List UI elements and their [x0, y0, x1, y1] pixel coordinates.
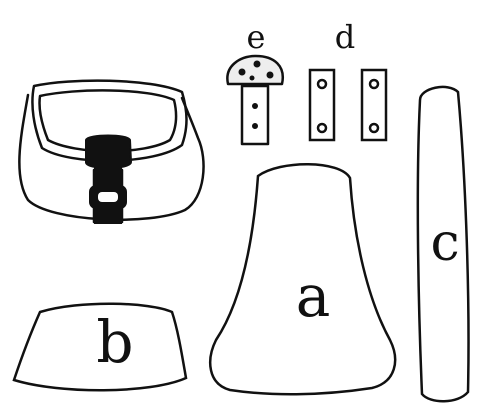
part-d-right — [362, 70, 386, 140]
part-d-hole — [370, 80, 378, 88]
part-d-hole — [318, 80, 326, 88]
part-b-label: b — [96, 308, 133, 376]
part-e-dot — [250, 76, 255, 81]
part-e-dot — [254, 61, 261, 68]
part-e-hole — [252, 123, 258, 129]
part-e — [227, 56, 282, 144]
part-d-hole — [370, 124, 378, 132]
pouch-closure — [86, 136, 131, 225]
part-d-left — [310, 70, 334, 140]
pouch-buckle-opening — [98, 192, 118, 202]
part-e-label: e — [247, 18, 266, 56]
part-e-dot — [239, 69, 246, 76]
part-c-label: c — [430, 213, 459, 273]
part-e-stem — [242, 86, 268, 144]
part-d-hole — [318, 124, 326, 132]
part-e-dot — [267, 72, 274, 79]
part-e-head — [227, 56, 282, 84]
part-e-hole — [252, 103, 258, 109]
part-d-label: d — [335, 18, 355, 56]
part-a-label: a — [296, 262, 331, 330]
